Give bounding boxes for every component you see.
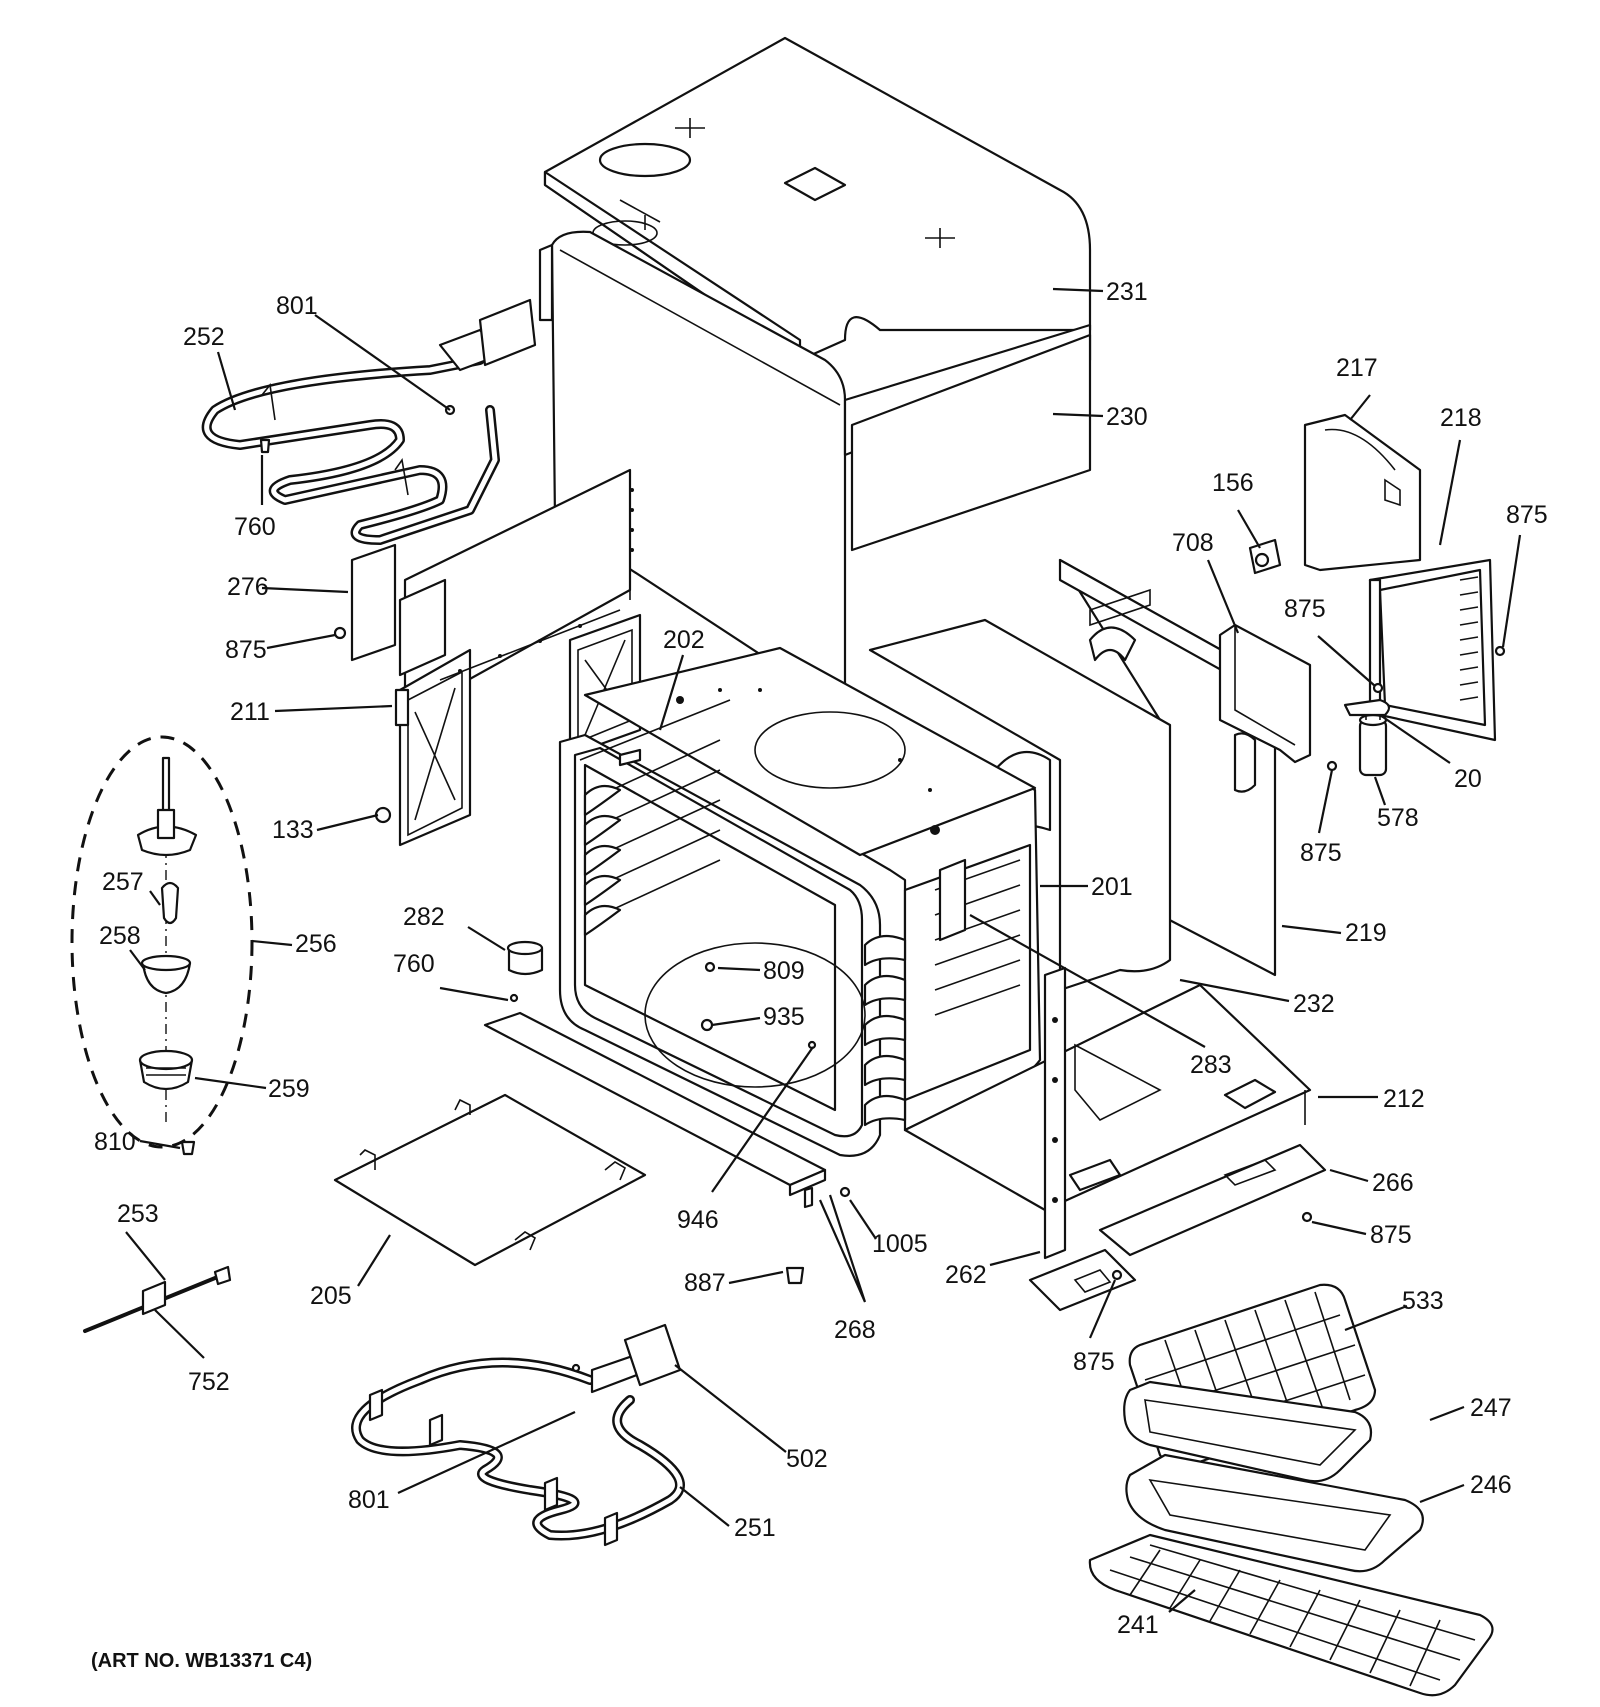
label-133: 133 (272, 816, 314, 844)
label-283: 283 (1190, 1051, 1232, 1079)
label-156: 156 (1212, 469, 1254, 497)
label-219: 219 (1345, 919, 1387, 947)
label-1005: 1005 (872, 1230, 928, 1258)
label-533: 533 (1402, 1287, 1444, 1315)
label-201: 201 (1091, 873, 1133, 901)
label-809: 809 (763, 957, 805, 985)
part-708-box (1218, 623, 1312, 764)
part-276-cover-plate (350, 543, 447, 677)
part-156-thermostat (1248, 538, 1282, 575)
label-211: 211 (230, 698, 270, 726)
label-202: 202 (663, 626, 705, 654)
label-205: 205 (310, 1282, 352, 1310)
part-268-front-trim (483, 1011, 827, 1209)
part-253-sensor (83, 1265, 232, 1333)
label-251: 251 (734, 1514, 776, 1542)
label-241: 241 (1117, 1611, 1159, 1639)
part-230-outer-wrapper (538, 230, 1092, 762)
part-202-front-frame (558, 699, 907, 1157)
part-259-cover (138, 1049, 194, 1091)
part-labels: 231 230 801 252 760 276 875 211 202 133 … (91, 278, 1548, 1672)
label-253: 253 (117, 1200, 159, 1228)
label-875: 875 (1300, 839, 1342, 867)
label-218: 218 (1440, 404, 1482, 432)
label-282: 282 (403, 903, 445, 931)
part-231-top-cover (543, 36, 1092, 362)
label-578: 578 (1377, 804, 1419, 832)
label-232: 232 (1293, 990, 1335, 1018)
label-247: 247 (1470, 1394, 1512, 1422)
part-251-bake-element (351, 1348, 685, 1547)
label-875: 875 (1370, 1221, 1412, 1249)
small-hardware (259, 404, 1506, 1373)
part-258-lens (140, 954, 192, 995)
label-266: 266 (1372, 1169, 1414, 1197)
label-262: 262 (945, 1261, 987, 1289)
part-201-oven-cavity (583, 646, 1042, 1132)
label-502: 502 (786, 1445, 828, 1473)
label-252: 252 (183, 323, 225, 351)
part-211-side-panel (394, 468, 634, 847)
part-262-front-rail (1028, 966, 1137, 1312)
part-266-rail (1098, 1143, 1327, 1257)
label-887: 887 (684, 1269, 726, 1297)
label-935: 935 (763, 1003, 805, 1031)
label-212: 212 (1383, 1085, 1425, 1113)
part-212-bottom-panel (903, 983, 1312, 1212)
part-810-screw (180, 1140, 196, 1156)
label-946: 946 (677, 1206, 719, 1234)
label-258: 258 (99, 922, 141, 950)
part-205-bottom-plate (333, 1093, 647, 1267)
label-257: 257 (102, 868, 144, 896)
part-218-control-board (1368, 558, 1497, 742)
label-708: 708 (1172, 529, 1214, 557)
label-268: 268 (834, 1316, 876, 1344)
part-257-bulb (160, 881, 180, 925)
label-760: 760 (393, 950, 435, 978)
label-752: 752 (188, 1368, 230, 1396)
label-810: 810 (94, 1128, 136, 1156)
label-231: 231 (1106, 278, 1148, 306)
leader-lines (125, 287, 1522, 1613)
label-259: 259 (268, 1075, 310, 1103)
part-252-broil-element (201, 298, 537, 545)
label-276: 276 (227, 573, 269, 601)
label-20: 20 (1454, 765, 1482, 793)
part-20-clamp (1343, 698, 1391, 717)
label-217: 217 (1336, 354, 1378, 382)
part-256-light-assembly (70, 735, 254, 1149)
label-256: 256 (295, 930, 337, 958)
art-number: (ART NO. WB13371 C4) (91, 1650, 312, 1672)
part-578-capacitor (1358, 710, 1388, 777)
label-760: 760 (234, 513, 276, 541)
label-875: 875 (1284, 595, 1326, 623)
part-247-broiler-pan-insert (1123, 1380, 1373, 1483)
label-230: 230 (1106, 403, 1148, 431)
part-rear-panel (568, 613, 642, 757)
label-801: 801 (276, 292, 318, 320)
label-801: 801 (348, 1486, 390, 1514)
part-246-broiler-pan (1125, 1453, 1424, 1573)
part-217-bracket (1303, 413, 1422, 572)
label-875: 875 (1073, 1348, 1115, 1376)
label-875: 875 (1506, 501, 1548, 529)
label-875: 875 (225, 636, 267, 664)
part-241-oven-rack (1088, 1533, 1494, 1697)
label-246: 246 (1470, 1471, 1512, 1499)
